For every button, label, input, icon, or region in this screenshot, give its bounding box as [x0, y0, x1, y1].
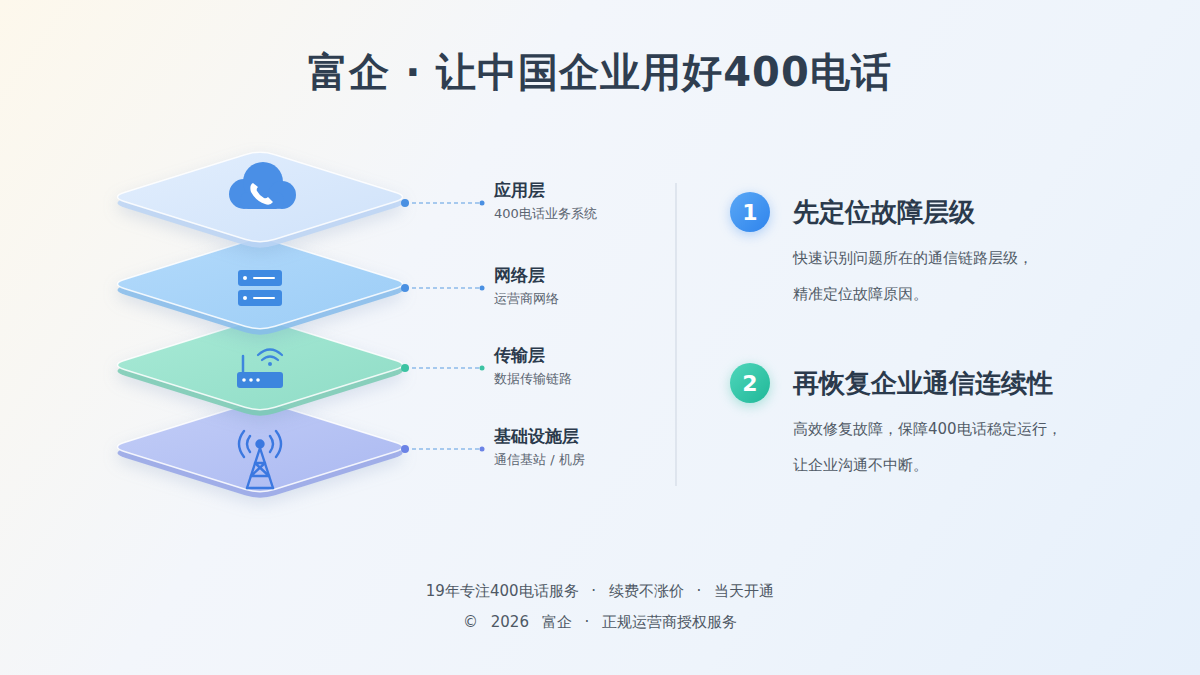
step-description: 快速识别问题所在的通信链路层级， 精准定位故障原因。: [793, 240, 1153, 312]
leader-line: [405, 287, 482, 289]
layer-face: [118, 320, 403, 409]
server-unit: [238, 270, 282, 286]
tower-legs: [247, 448, 273, 488]
badge-circle: [730, 363, 770, 403]
server-icon: [238, 270, 282, 306]
tower-lattice: [247, 463, 273, 488]
server-unit: [238, 290, 282, 306]
title-text: 富企 · 让中国企业用好400电话: [0, 44, 1200, 100]
layer-plate: 应用层400电话业务系统: [110, 150, 410, 250]
leader-dot: [401, 284, 409, 292]
footer-copyright: © 2026 富企 · 正规运营商授权服务: [0, 611, 1200, 633]
callout-number: 1: [730, 192, 770, 232]
server-led: [243, 276, 247, 280]
leader-dot: [480, 447, 485, 452]
step-heading: 先定位故障层级: [793, 196, 975, 228]
router-led: [256, 378, 260, 382]
layer-face: [118, 402, 403, 491]
layer-name: 网络层: [494, 263, 559, 287]
tower-icon: [239, 431, 281, 488]
layer-name: 传输层: [494, 343, 572, 367]
footer-slogan: 19年专注400电话服务 · 续费不涨价 · 当天开通: [0, 580, 1200, 602]
layer-outline: [110, 150, 410, 250]
layer-name: 应用层: [494, 178, 597, 202]
step-badge: 2: [730, 363, 770, 403]
tower-top: [257, 441, 264, 448]
leader-dot: [480, 201, 485, 206]
cloud-part: [240, 192, 284, 209]
router-antenna: [242, 356, 245, 372]
cloud-part: [243, 162, 283, 202]
step-badge: 1: [730, 192, 770, 232]
layer-face: [118, 152, 403, 241]
divider-line: [675, 183, 676, 486]
layer-description: 通信基站 / 机房: [494, 450, 585, 470]
layer-label: 传输层数据传输链路: [494, 343, 572, 389]
server-slot: [254, 297, 274, 299]
leader-dot: [401, 364, 409, 372]
layer-outline: [110, 237, 410, 337]
leader-line: [405, 367, 482, 369]
step-description: 高效修复故障，保障400电话稳定运行， 让企业沟通不中断。: [793, 411, 1153, 483]
router-body: [237, 372, 283, 388]
cloud-phone-icon: [229, 162, 296, 209]
layer-name: 基础设施层: [494, 424, 585, 448]
layer-description: 运营商网络: [494, 289, 559, 309]
leader-line: [405, 202, 482, 204]
router-led: [242, 378, 246, 382]
layer-plate: 网络层运营商网络: [110, 237, 410, 337]
layer-face: [118, 239, 403, 328]
wifi-arc: [258, 350, 282, 356]
layer-label: 基础设施层通信基站 / 机房: [494, 424, 585, 470]
signal-arc: [239, 431, 281, 457]
callout-number: 2: [730, 363, 770, 403]
leader-dots: [401, 199, 485, 453]
router-icon: [237, 350, 283, 389]
leader-line: [405, 448, 482, 450]
leader-dot: [480, 286, 485, 291]
phone-glyph: [250, 183, 273, 205]
layer-label: 网络层运营商网络: [494, 263, 559, 309]
server-slot: [254, 277, 274, 279]
layer-description: 数据传输链路: [494, 369, 572, 389]
badge-circle: [730, 192, 770, 232]
router-led: [249, 378, 253, 382]
step-heading: 再恢复企业通信连续性: [793, 367, 1053, 399]
signal-arc: [247, 436, 273, 452]
server-led: [243, 296, 247, 300]
layer-description: 400电话业务系统: [494, 204, 597, 224]
layer-label: 应用层400电话业务系统: [494, 178, 597, 224]
wifi-dot: [268, 362, 272, 366]
leader-dot: [401, 445, 409, 453]
wifi-arc: [262, 357, 278, 361]
cloud-part: [268, 181, 296, 209]
leader-dot: [401, 199, 409, 207]
leader-lines: [405, 203, 482, 449]
leader-dot: [480, 366, 485, 371]
cloud-part: [229, 179, 259, 209]
